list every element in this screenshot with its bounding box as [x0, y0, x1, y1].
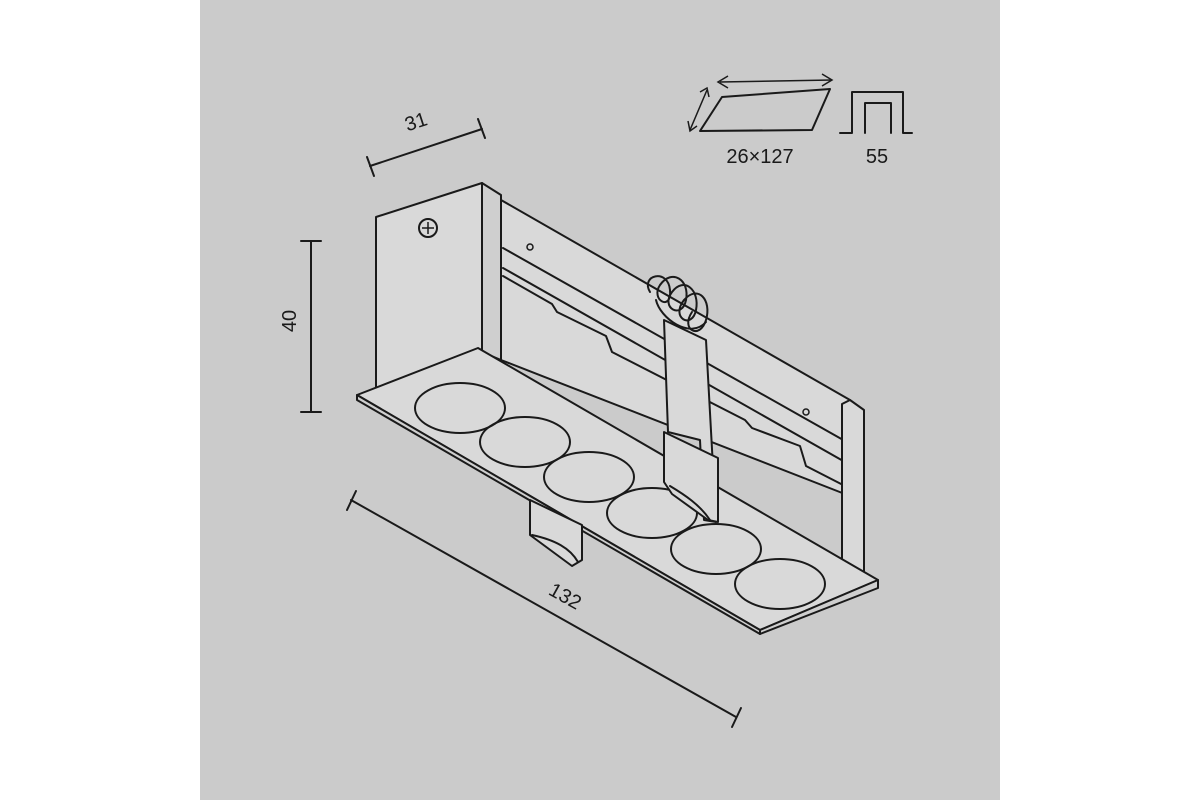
- spring-clip: [646, 275, 719, 523]
- cutout-depth-label: 55: [866, 146, 888, 168]
- length-dimension: [346, 490, 742, 728]
- width-dimension: [366, 118, 486, 177]
- cutout-size-label: 26×127: [726, 146, 793, 168]
- drawing-panel: [200, 0, 1000, 800]
- led-opening: [543, 451, 635, 503]
- led-openings: [414, 382, 826, 610]
- height-dimension: [300, 240, 322, 413]
- cutout-icon: [687, 73, 834, 133]
- depth-icon: [839, 91, 913, 134]
- length-label: 132: [545, 579, 585, 614]
- led-opening: [479, 416, 571, 468]
- led-opening: [734, 558, 826, 610]
- width-label: 31: [402, 108, 430, 136]
- led-opening: [670, 523, 762, 575]
- led-opening: [414, 382, 506, 434]
- height-label: 40: [279, 310, 301, 332]
- lower-spring-clip: [529, 499, 583, 567]
